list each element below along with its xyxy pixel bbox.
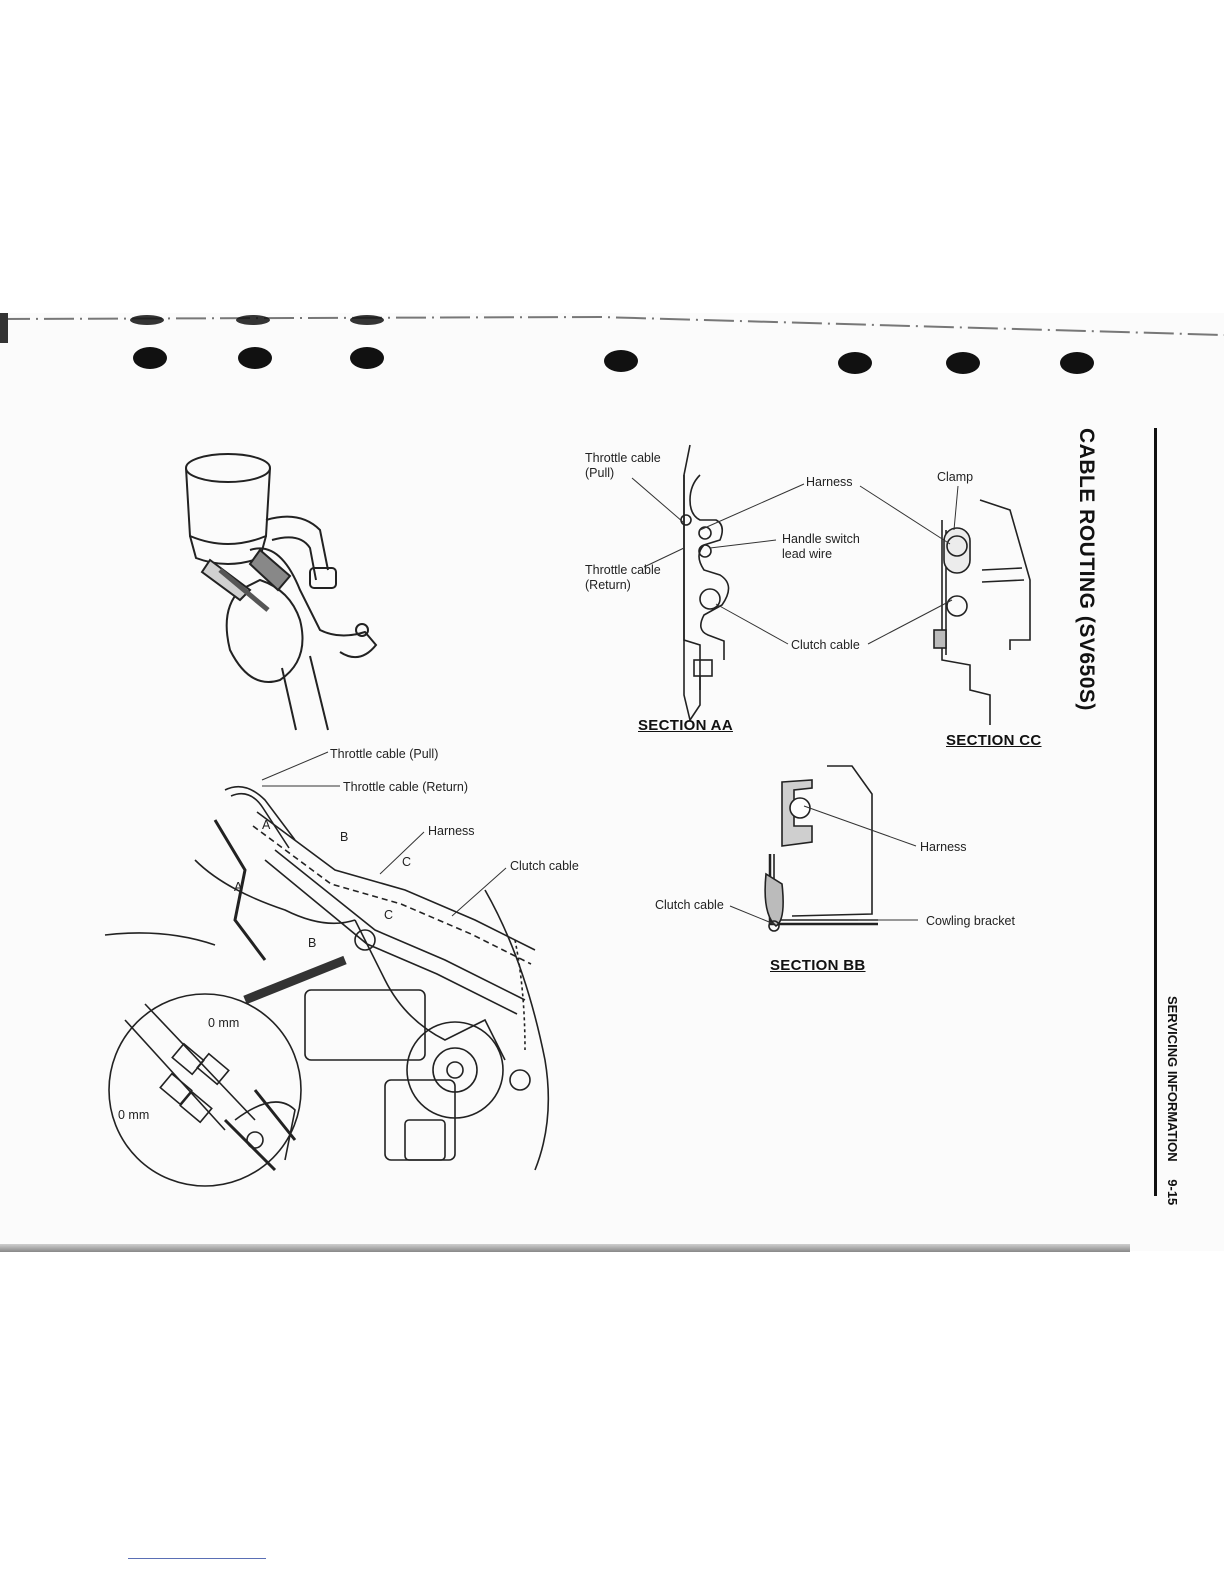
section-bb-illustration xyxy=(764,765,878,932)
label-line: Handle switch xyxy=(782,532,860,546)
aa-harness-label: Harness xyxy=(806,475,853,489)
label-line: Throttle cable xyxy=(585,563,661,577)
footer-link-rule xyxy=(128,1558,266,1559)
section-aa-title: SECTION AA xyxy=(638,717,733,734)
binder-hole xyxy=(1060,352,1094,374)
binder-hole xyxy=(350,347,384,369)
bb-harness-label: Harness xyxy=(920,840,967,854)
binder-hole xyxy=(130,315,164,325)
aa-throttle-return-label: Throttle cable (Return) xyxy=(585,563,661,593)
aa-handle-switch-label: Handle switch lead wire xyxy=(782,532,860,562)
page-bottom-edge xyxy=(0,1244,1130,1252)
binder-hole xyxy=(604,350,638,372)
section-aa-illustration xyxy=(680,444,730,721)
frame-cable-routing-illustration xyxy=(104,785,550,1187)
binder-hole xyxy=(350,315,384,325)
cc-clamp-label: Clamp xyxy=(937,470,974,484)
main-throttle-return-label: Throttle cable (Return) xyxy=(343,780,469,794)
binder-hole xyxy=(238,347,272,369)
bb-clutch-label: Clutch cable xyxy=(655,898,724,912)
handlebar-master-cylinder-illustration xyxy=(185,453,378,731)
manual-page xyxy=(0,313,1224,1251)
marker-c: C xyxy=(402,855,412,869)
section-cc-illustration xyxy=(933,499,1031,725)
main-throttle-pull-label: Throttle cable (Pull) xyxy=(330,747,439,761)
label-line: Throttle cable xyxy=(585,451,661,465)
aa-throttle-pull-label: Throttle cable (Pull) xyxy=(585,451,661,481)
binder-hole xyxy=(236,315,270,325)
label-line: lead wire xyxy=(782,547,833,561)
detail-gap-top-label: 0 mm xyxy=(208,1016,240,1030)
page-top-edge xyxy=(0,313,1224,343)
binder-hole xyxy=(946,352,980,374)
binder-hole xyxy=(133,347,167,369)
section-bb-title: SECTION BB xyxy=(770,957,866,974)
label-line: (Return) xyxy=(585,578,631,592)
marker-b: B xyxy=(340,830,349,844)
bb-cowling-bracket-label: Cowling bracket xyxy=(926,914,1015,928)
marker-c: C xyxy=(384,908,394,922)
detail-gap-left-label: 0 mm xyxy=(118,1108,150,1122)
marker-a: A xyxy=(234,880,243,894)
main-clutch-label: Clutch cable xyxy=(510,859,579,873)
label-line: (Pull) xyxy=(585,466,615,480)
header-rule xyxy=(1154,428,1157,1196)
main-harness-label: Harness xyxy=(428,824,475,838)
marker-b: B xyxy=(308,936,317,950)
marker-a: A xyxy=(262,818,271,832)
binder-hole xyxy=(838,352,872,374)
section-cc-title: SECTION CC xyxy=(946,732,1042,749)
aa-clutch-label: Clutch cable xyxy=(791,638,860,652)
